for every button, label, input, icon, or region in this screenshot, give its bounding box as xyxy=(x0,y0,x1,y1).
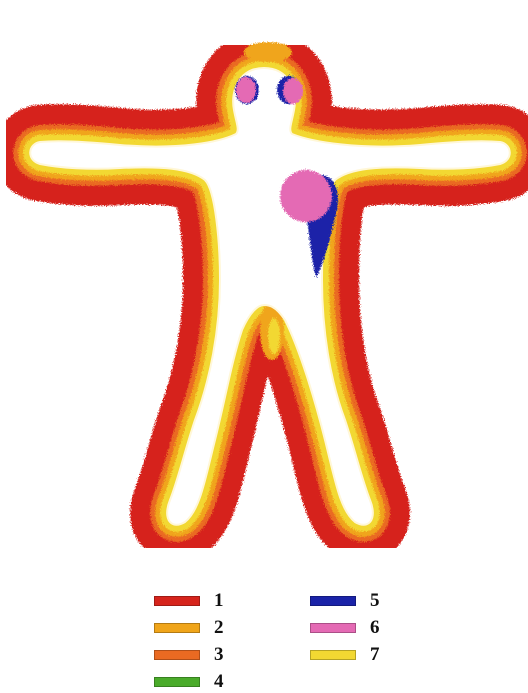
legend-label: 2 xyxy=(214,617,224,639)
legend-swatch xyxy=(154,623,200,633)
legend-label: 6 xyxy=(370,617,380,639)
legend: 1 2 3 4 5 6 7 xyxy=(0,590,528,693)
legend-label: 1 xyxy=(214,590,224,612)
legend-swatch xyxy=(310,623,356,633)
aura-zone-6-chest xyxy=(280,170,332,222)
legend-swatch xyxy=(154,677,200,687)
legend-item: 2 xyxy=(154,617,224,639)
legend-swatch xyxy=(310,650,356,660)
legend-swatch xyxy=(310,596,356,606)
legend-item: 4 xyxy=(154,671,224,693)
legend-item: 7 xyxy=(310,644,380,666)
legend-item: 1 xyxy=(154,590,224,612)
legend-item: 3 xyxy=(154,644,224,666)
legend-swatch xyxy=(154,650,200,660)
legend-swatch xyxy=(154,596,200,606)
crotch-patch-inner xyxy=(268,318,280,354)
aura-zone-6-ear-left xyxy=(236,77,256,103)
legend-item: 5 xyxy=(310,590,380,612)
legend-label: 4 xyxy=(214,671,224,693)
aura-zone-6-ear-right xyxy=(283,78,303,104)
head-top-patch xyxy=(244,42,292,62)
body-heat-map xyxy=(0,0,528,575)
legend-item: 6 xyxy=(310,617,380,639)
legend-label: 3 xyxy=(214,644,224,666)
legend-label: 5 xyxy=(370,590,380,612)
legend-label: 7 xyxy=(370,644,380,666)
